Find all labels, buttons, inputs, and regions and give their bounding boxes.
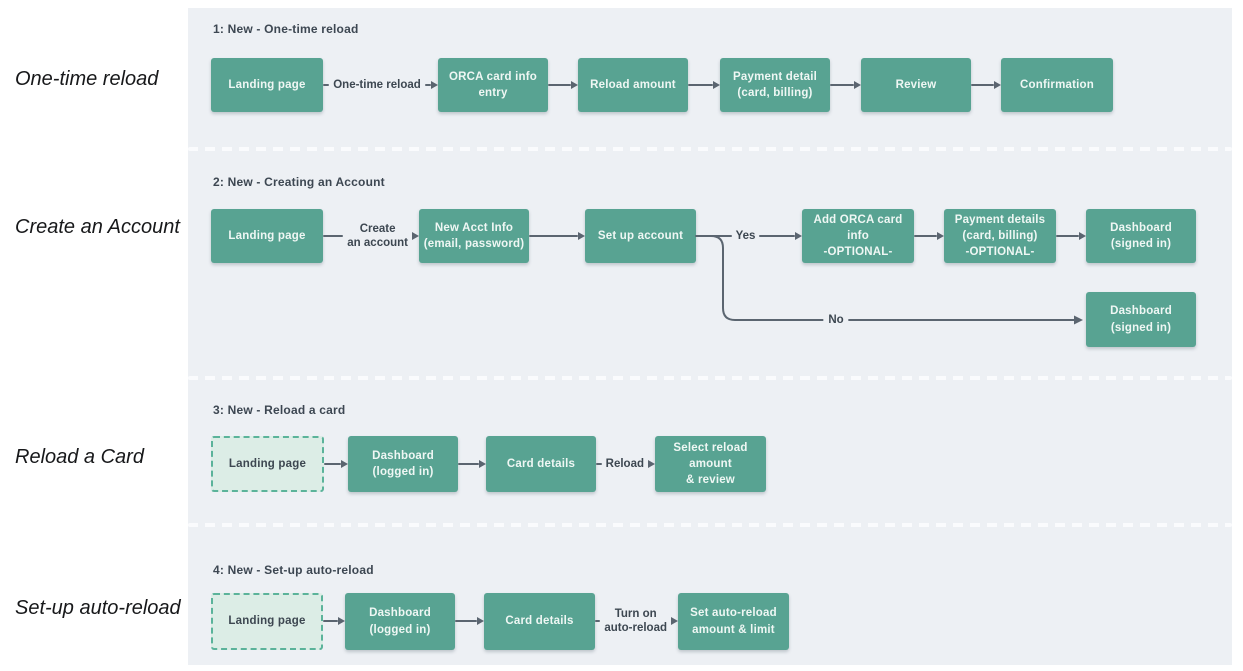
node-set-auto-reload-amount[interactable]: Set auto-reload amount & limit: [678, 593, 789, 650]
node-payment-details-optional[interactable]: Payment details (card, billing) -OPTIONA…: [944, 209, 1056, 263]
connector-arrow: [324, 459, 348, 469]
node-landing-page[interactable]: Landing page: [211, 58, 323, 112]
node-new-acct-info[interactable]: New Acct Info (email, password): [419, 209, 529, 263]
connector-arrow: [548, 80, 578, 90]
arrow-line: [595, 620, 601, 622]
arrow-head-icon: [671, 617, 678, 625]
arrow-head-icon: [571, 81, 578, 89]
arrow-line: [323, 620, 338, 622]
node-card-details[interactable]: Card details: [486, 436, 596, 492]
arrow-head-icon: [341, 460, 348, 468]
connector-arrow: [971, 80, 1001, 90]
node-set-up-account[interactable]: Set up account: [585, 209, 696, 263]
arrow-line: [830, 84, 854, 86]
flow1-caption: 1: New - One-time reload: [213, 22, 359, 36]
arrow-head-icon: [648, 460, 655, 468]
node-dashboard-signed-in-no-branch[interactable]: Dashboard (signed in): [1086, 292, 1196, 347]
arrow-head-icon: [994, 81, 1001, 89]
flow2-caption: 2: New - Creating an Account: [213, 175, 385, 189]
arrow-line: [696, 235, 732, 237]
arrow-line: [529, 235, 578, 237]
arrow-line: [455, 620, 477, 622]
connector-reload: Reload: [596, 454, 655, 474]
flow3-caption: 3: New - Reload a card: [213, 403, 346, 417]
node-dashboard-logged-in[interactable]: Dashboard (logged in): [345, 593, 455, 650]
connector-arrow: [323, 616, 345, 626]
row-label-one-time-reload: One-time reload: [15, 68, 159, 90]
node-reload-amount[interactable]: Reload amount: [578, 58, 688, 112]
arrow-head-icon: [795, 232, 803, 240]
arrow-line: [759, 235, 796, 237]
arrow-line: [971, 84, 994, 86]
row-separator: [188, 523, 1232, 527]
connector-arrow: [1056, 231, 1086, 241]
connector-no-label: No: [823, 313, 849, 327]
connector-label: Yes: [735, 229, 756, 242]
node-confirmation[interactable]: Confirmation: [1001, 58, 1113, 112]
row-label-reload-a-card: Reload a Card: [15, 446, 144, 468]
connector-turn-on-auto-reload: Turn on auto-reload: [595, 605, 678, 637]
arrow-head-icon: [937, 232, 944, 240]
connector-yes: Yes: [696, 226, 803, 246]
connector-arrow: [914, 231, 944, 241]
connector-label: One-time reload: [333, 78, 421, 91]
connector-arrow: [529, 231, 585, 241]
connector-label: Turn on auto-reload: [604, 607, 667, 634]
arrow-line: [424, 84, 431, 86]
flow4-caption: 4: New - Set-up auto-reload: [213, 563, 374, 577]
row-label-create-an-account: Create an Account: [15, 216, 180, 238]
node-landing-page[interactable]: Landing page: [211, 209, 323, 263]
arrow-line: [323, 235, 344, 237]
node-landing-page-ghost[interactable]: Landing page: [211, 436, 324, 492]
arrow-head-icon: [477, 617, 484, 625]
arrow-line: [596, 463, 602, 465]
connector-arrow: [458, 459, 486, 469]
arrow-line: [548, 84, 571, 86]
arrow-line: [323, 84, 330, 86]
row-separator: [188, 147, 1232, 151]
arrow-line: [458, 463, 479, 465]
arrow-head-icon: [578, 232, 585, 240]
node-select-reload-amount[interactable]: Select reload amount & review: [655, 436, 766, 492]
arrow-head-icon: [479, 460, 486, 468]
arrow-line: [1056, 235, 1079, 237]
node-landing-page-ghost[interactable]: Landing page: [211, 593, 323, 650]
node-dashboard-signed-in[interactable]: Dashboard (signed in): [1086, 209, 1196, 263]
arrow-head-icon: [1079, 232, 1086, 240]
connector-arrow: [830, 80, 861, 90]
node-card-details[interactable]: Card details: [484, 593, 595, 650]
node-add-orca-card-info[interactable]: Add ORCA card info -OPTIONAL-: [802, 209, 914, 263]
node-orca-card-info-entry[interactable]: ORCA card info entry: [438, 58, 548, 112]
arrow-head-icon: [713, 81, 720, 89]
connector-label: Reload: [605, 457, 644, 470]
arrow-head-icon: [431, 81, 438, 89]
connector-label: Create an account: [347, 222, 408, 249]
arrow-line: [324, 463, 341, 465]
node-dashboard-logged-in[interactable]: Dashboard (logged in): [348, 436, 458, 492]
row-label-setup-auto-reload: Set-up auto-reload: [15, 597, 181, 619]
arrow-line: [914, 235, 937, 237]
arrow-head-icon: [338, 617, 345, 625]
connector-create-account: Create an account: [323, 220, 419, 252]
arrow-head-icon: [854, 81, 861, 89]
connector-arrow: [688, 80, 720, 90]
connector-one-time-reload: One-time reload: [323, 75, 438, 95]
node-review[interactable]: Review: [861, 58, 971, 112]
arrow-head-icon: [412, 232, 419, 240]
diagram-canvas[interactable]: 1: New - One-time reload Landing page On…: [188, 8, 1232, 665]
connector-arrow: [455, 616, 484, 626]
arrow-line: [688, 84, 713, 86]
row-separator: [188, 376, 1232, 380]
node-payment-detail[interactable]: Payment detail (card, billing): [720, 58, 830, 112]
